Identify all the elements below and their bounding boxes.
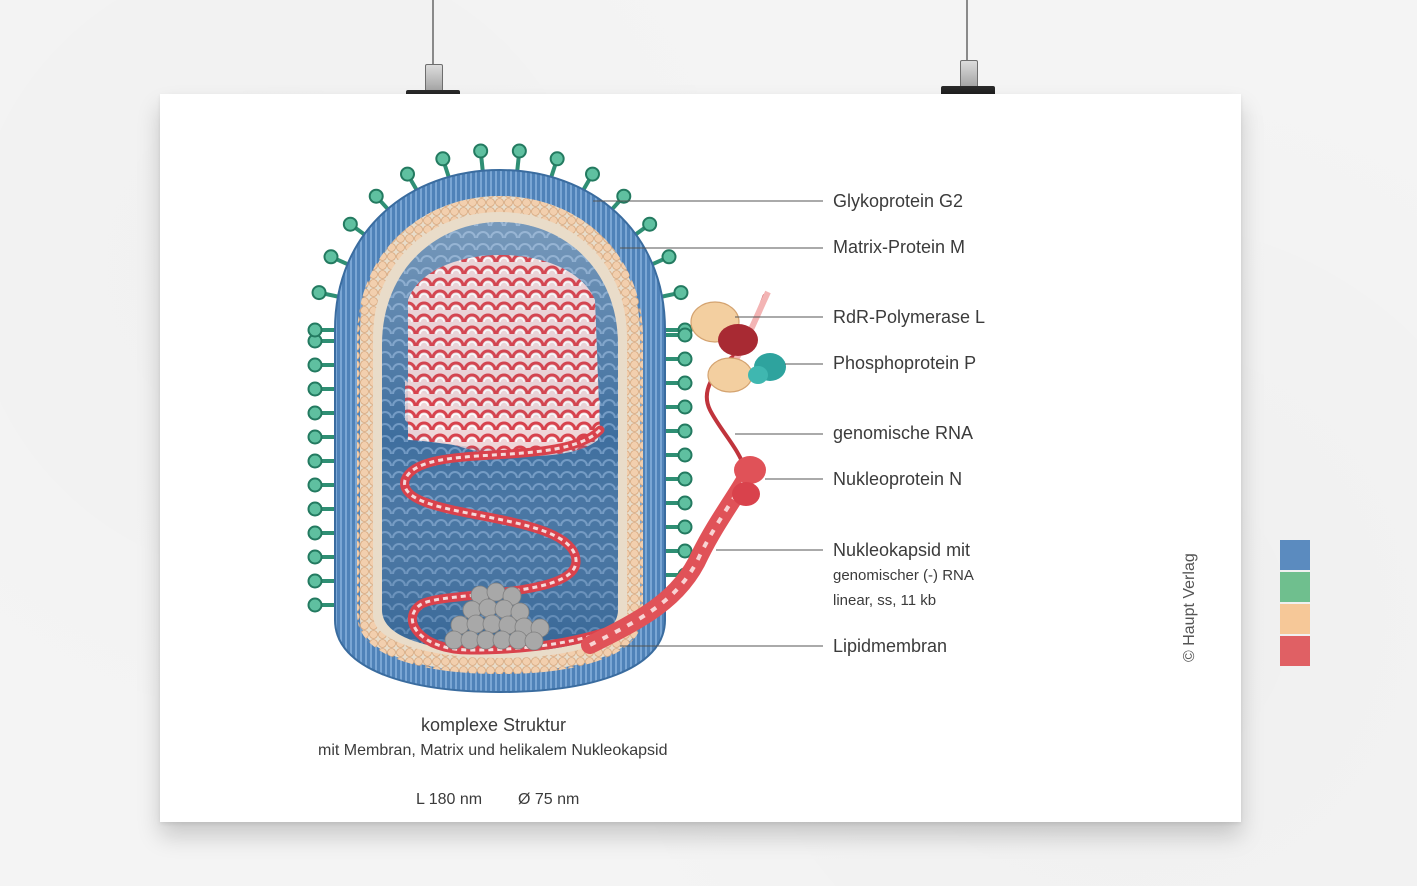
- label-nucleocapsid: Nukleokapsid mit: [833, 540, 971, 560]
- spike-head: [677, 351, 693, 367]
- protein-cluster: [444, 582, 550, 651]
- spike-head: [677, 471, 693, 487]
- spike-head: [368, 188, 384, 204]
- spike-head: [307, 429, 323, 445]
- spike-head: [311, 285, 327, 301]
- spike-head: [307, 381, 323, 397]
- spike-head: [473, 143, 489, 159]
- spike-head: [307, 405, 323, 421]
- spike-head: [677, 495, 693, 511]
- hanging-wire-right: [966, 0, 968, 66]
- copyright-text: © Haupt Verlag: [1181, 553, 1198, 662]
- spike-head: [342, 216, 358, 232]
- phosphoprotein-p: [748, 353, 786, 384]
- spike-head: [616, 188, 632, 204]
- spike-head: [642, 216, 658, 232]
- swatch-peach: [1280, 604, 1310, 634]
- label-glycoprotein: Glykoprotein G2: [833, 191, 964, 211]
- spike-head: [549, 151, 565, 167]
- label-nucleocapsid-line2: genomischer (-) RNA: [833, 567, 974, 584]
- spike-head: [677, 375, 693, 391]
- caption-subtitle: mit Membran, Matrix und helikalem Nukleo…: [318, 742, 668, 759]
- glycoprotein-spikes: [307, 143, 693, 613]
- spike-head: [307, 549, 323, 565]
- spike-head: [677, 519, 693, 535]
- matrix-protein-layer: [357, 195, 643, 675]
- hanging-wire-left: [432, 0, 434, 70]
- spike-head: [307, 597, 323, 613]
- spike-head: [307, 453, 323, 469]
- spike-head: [323, 249, 339, 265]
- swatch-red: [1280, 636, 1310, 666]
- spike-head: [677, 399, 693, 415]
- spike-head: [435, 151, 451, 167]
- spike-head: [307, 477, 323, 493]
- spike-head: [677, 447, 693, 463]
- nucleoprotein-n: [732, 456, 766, 506]
- spike-head: [661, 249, 677, 265]
- spike-head: [307, 525, 323, 541]
- label-genomic-rna: genomische RNA: [833, 423, 974, 443]
- helical-nucleocapsid-coil: [408, 255, 600, 451]
- spike-head: [307, 573, 323, 589]
- dimension-diameter: Ø 75 nm: [518, 791, 580, 808]
- spike-head: [511, 143, 527, 159]
- label-polymerase: RdR-Polymerase L: [833, 307, 986, 327]
- spike-head: [400, 166, 415, 182]
- spike-head: [677, 327, 693, 343]
- caption-title: komplexe Struktur: [421, 715, 567, 735]
- dimension-length: L 180 nm: [416, 791, 483, 808]
- swatch-green: [1280, 572, 1310, 602]
- spike-head: [307, 501, 323, 517]
- spike-head: [677, 543, 693, 559]
- spike-head: [585, 166, 600, 182]
- label-matrix-protein: Matrix-Protein M: [833, 237, 966, 257]
- swatch-blue: [1280, 540, 1310, 570]
- polymerase-l: [690, 301, 758, 393]
- label-nucleoprotein: Nukleoprotein N: [833, 469, 963, 489]
- leader-lines: [593, 200, 823, 647]
- spike-head: [677, 423, 693, 439]
- spike-head: [307, 322, 323, 338]
- label-nucleocapsid-line3: linear, ss, 11 kb: [833, 592, 937, 609]
- label-phosphoprotein: Phosphoprotein P: [833, 353, 977, 373]
- spike-head: [307, 357, 323, 373]
- label-lipid-membrane: Lipidmembran: [833, 636, 948, 656]
- spike-head: [673, 285, 689, 301]
